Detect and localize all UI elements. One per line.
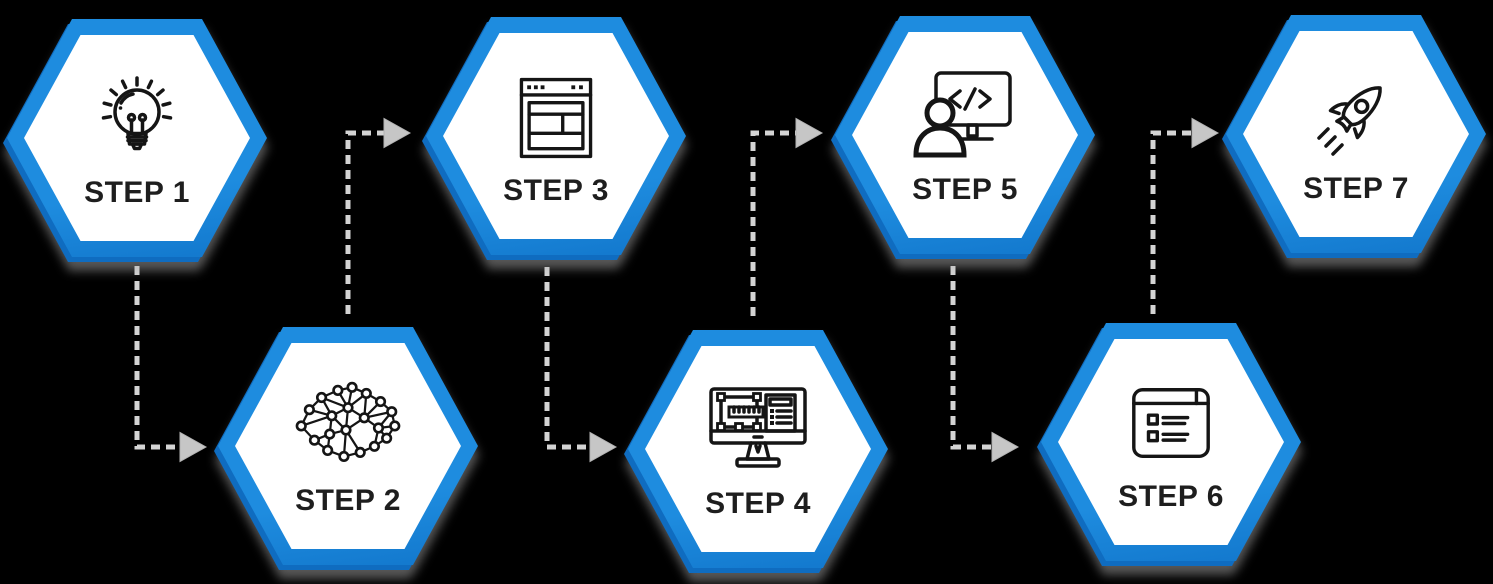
rocket-launch-icon [1317,86,1382,156]
step-label: STEP 3 [503,174,609,207]
arrowhead-icon [1191,117,1220,149]
connector-step2-step3 [345,130,384,314]
step-3-hexagon: STEP 3 [422,17,686,260]
step-label: STEP 2 [295,484,401,517]
connector-step6-step7 [1150,130,1192,314]
step-label: STEP 6 [1118,480,1224,513]
step-label: STEP 5 [912,173,1018,206]
design-prototype-monitor-icon [709,387,807,468]
wireframe-window-icon [519,77,593,159]
connector-step5-step6 [950,266,992,450]
checklist-window-icon [1132,388,1210,459]
arrowhead-icon [179,431,208,463]
lightbulb-idea-icon [101,76,173,151]
developer-code-monitor-icon [913,71,1012,158]
step-label: STEP 7 [1303,172,1409,205]
step-label: STEP 1 [84,176,190,209]
arrowhead-icon [991,431,1020,463]
step-4-hexagon: STEP 4 [624,330,888,573]
step-5-hexagon: STEP 5 [831,16,1095,259]
arrowhead-icon [795,117,824,149]
step-label: STEP 4 [705,487,811,520]
arrowhead-icon [589,431,618,463]
step-7-hexagon: STEP 7 [1222,15,1486,258]
connector-step1-step2 [134,266,180,450]
connector-step3-step4 [544,267,590,450]
step-6-hexagon: STEP 6 [1037,323,1301,566]
brain-network-icon [295,381,401,463]
step-2-hexagon: STEP 2 [214,327,478,570]
arrowhead-icon [383,117,412,149]
connector-step4-step5 [750,130,796,316]
step-1-hexagon: STEP 1 [3,19,267,262]
